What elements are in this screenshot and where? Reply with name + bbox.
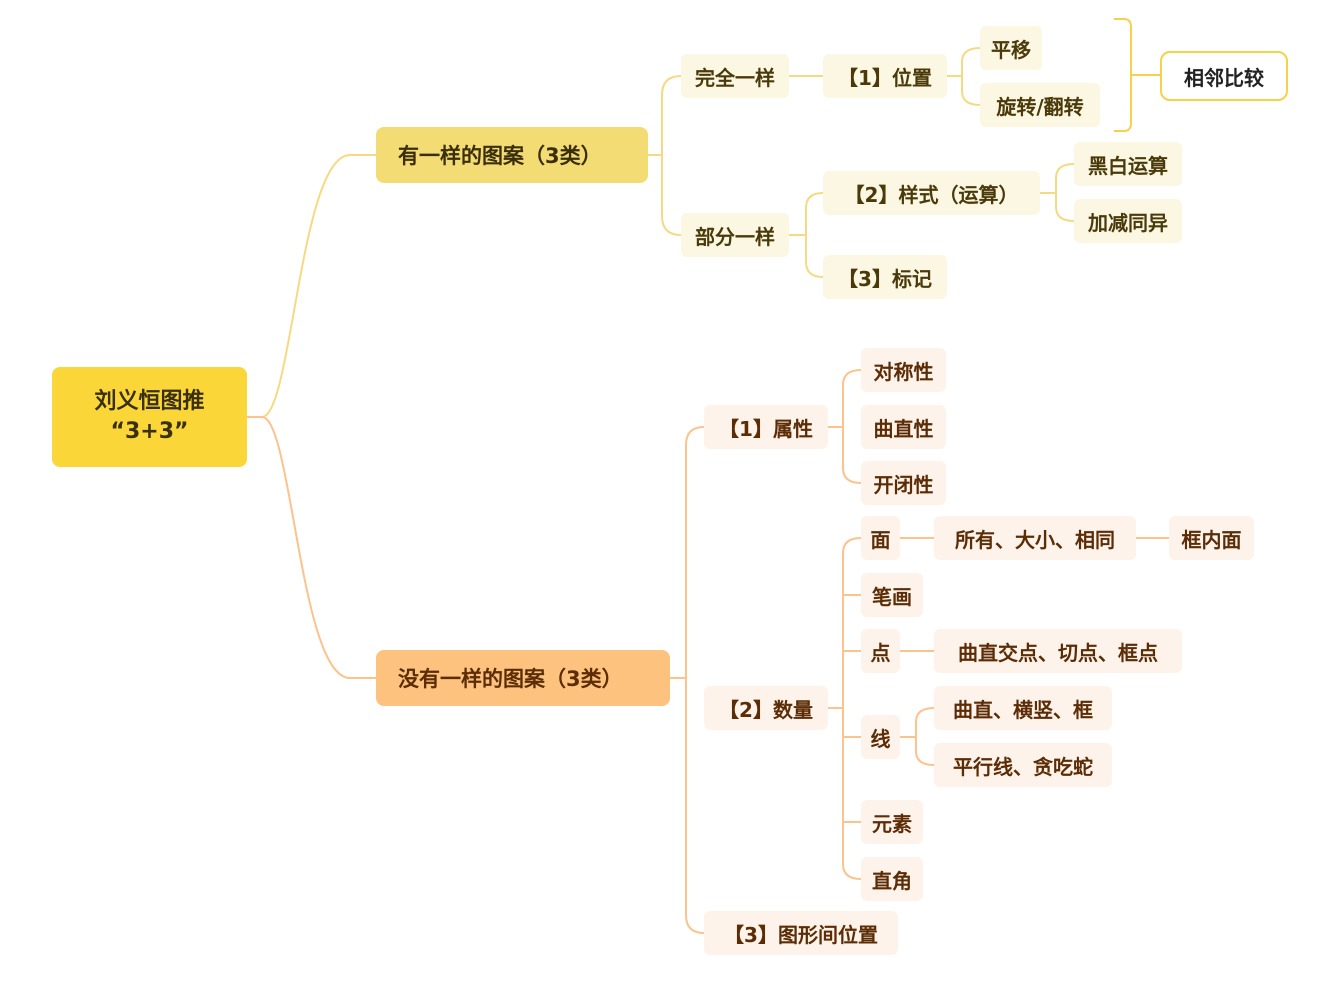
node-bihua[interactable]: 笔画 xyxy=(861,573,923,617)
node-xian-label: 线 xyxy=(870,726,891,751)
node-biaoji[interactable]: 【3】标记 xyxy=(823,255,947,299)
root-title: 刘义恒图推 xyxy=(94,389,205,414)
node-mian-grand[interactable]: 框内面 xyxy=(1169,516,1254,560)
node-shuliang[interactable]: 【2】数量 xyxy=(704,686,828,730)
node-kaibi[interactable]: 开闭性 xyxy=(861,461,946,505)
node-yangshi[interactable]: 【2】样式（运算） xyxy=(823,171,1040,215)
node-jiajian[interactable]: 加减同异 xyxy=(1074,199,1182,243)
node-quzhi-label: 曲直性 xyxy=(873,416,934,441)
branch-same-pattern[interactable]: 有一样的图案（3类） xyxy=(376,127,648,183)
root-node[interactable]: 刘义恒图推 “3+3” xyxy=(52,367,247,467)
node-pingyi[interactable]: 平移 xyxy=(980,26,1042,70)
node-wanquan[interactable]: 完全一样 xyxy=(681,54,789,98)
node-yangshi-label: 【2】样式（运算） xyxy=(844,182,1019,207)
node-zhijiao[interactable]: 直角 xyxy=(861,857,923,901)
node-tuxingjian-label: 【3】图形间位置 xyxy=(724,922,878,947)
node-xian-child2-label: 平行线、贪吃蛇 xyxy=(953,754,1093,779)
node-xian-child2[interactable]: 平行线、贪吃蛇 xyxy=(934,743,1112,787)
node-kaibi-label: 开闭性 xyxy=(873,472,934,497)
node-mian-label: 面 xyxy=(870,527,891,552)
node-mian-child[interactable]: 所有、大小、相同 xyxy=(934,516,1136,560)
root-subtitle: “3+3” xyxy=(110,419,189,444)
node-quzhi[interactable]: 曲直性 xyxy=(861,405,946,449)
node-dian-label: 点 xyxy=(870,640,891,665)
node-mian-child-label: 所有、大小、相同 xyxy=(955,527,1115,552)
node-shuxing[interactable]: 【1】属性 xyxy=(704,405,828,449)
node-dian-child[interactable]: 曲直交点、切点、框点 xyxy=(934,629,1182,673)
callout-xianglin-label: 相邻比较 xyxy=(1184,65,1264,90)
node-heibai-label: 黑白运算 xyxy=(1088,153,1168,178)
node-xian-child1[interactable]: 曲直、横竖、框 xyxy=(934,686,1112,730)
node-xian-child1-label: 曲直、横竖、框 xyxy=(953,697,1093,722)
node-bufen-label: 部分一样 xyxy=(695,224,775,249)
node-shuxing-label: 【1】属性 xyxy=(719,416,813,441)
node-yuansu[interactable]: 元素 xyxy=(861,800,923,844)
node-xuanzhuan[interactable]: 旋转/翻转 xyxy=(980,83,1100,127)
node-weizhi[interactable]: 【1】位置 xyxy=(823,54,947,98)
node-heibai[interactable]: 黑白运算 xyxy=(1074,142,1182,186)
node-duichen[interactable]: 对称性 xyxy=(861,348,946,392)
callout-xianglin[interactable]: 相邻比较 xyxy=(1160,51,1288,101)
node-wanquan-label: 完全一样 xyxy=(695,65,775,90)
edge-root-branch2 xyxy=(247,416,376,679)
node-yuansu-label: 元素 xyxy=(872,811,912,836)
branch-no-same-pattern-label: 没有一样的图案（3类） xyxy=(398,667,623,691)
node-dian[interactable]: 点 xyxy=(861,629,900,673)
node-jiajian-label: 加减同异 xyxy=(1088,210,1168,235)
node-dian-child-label: 曲直交点、切点、框点 xyxy=(958,640,1158,665)
node-biaoji-label: 【3】标记 xyxy=(838,266,932,291)
node-zhijiao-label: 直角 xyxy=(872,868,912,893)
edge-root-branch1 xyxy=(247,154,376,418)
node-shuliang-label: 【2】数量 xyxy=(719,697,813,722)
node-duichen-label: 对称性 xyxy=(873,359,934,384)
node-tuxingjian[interactable]: 【3】图形间位置 xyxy=(704,911,898,955)
node-xuanzhuan-label: 旋转/翻转 xyxy=(996,94,1084,119)
node-weizhi-label: 【1】位置 xyxy=(838,65,932,90)
node-bihua-label: 笔画 xyxy=(872,584,912,609)
node-bufen[interactable]: 部分一样 xyxy=(681,213,789,257)
node-xian[interactable]: 线 xyxy=(861,715,900,759)
branch-no-same-pattern[interactable]: 没有一样的图案（3类） xyxy=(376,650,670,706)
node-mian[interactable]: 面 xyxy=(861,516,900,560)
node-mian-grand-label: 框内面 xyxy=(1181,527,1242,552)
node-pingyi-label: 平移 xyxy=(991,37,1031,62)
branch-same-pattern-label: 有一样的图案（3类） xyxy=(398,144,602,168)
